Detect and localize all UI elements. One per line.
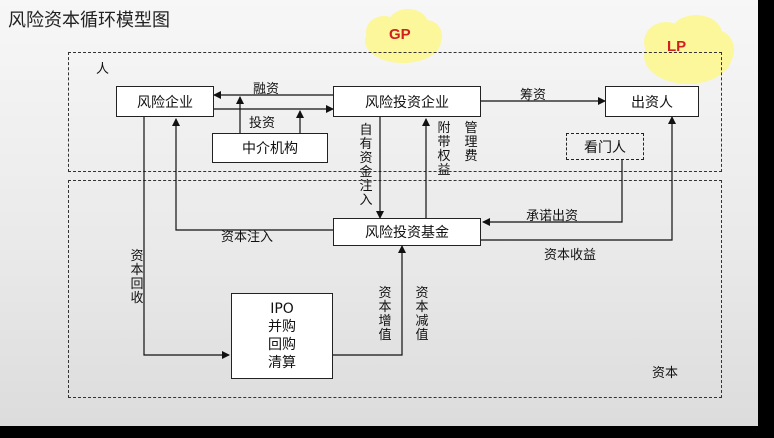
label-capital-injection: 资本注入 [221, 230, 274, 245]
capital-region [68, 180, 722, 398]
slide: 风险资本循环模型图 GP LP 人 资本 [0, 0, 758, 426]
label-capital-return: 资本收益 [544, 248, 597, 263]
people-region [68, 52, 722, 172]
label-carried-interest: 附带权益 [437, 121, 451, 178]
venture-investment-firm-box: 风险投资企业 [333, 86, 481, 117]
investors-box: 出资人 [605, 86, 699, 117]
label-own-capital-injection: 自有资金注入 [359, 123, 373, 208]
diagram-title: 风险资本循环模型图 [8, 10, 170, 31]
lp-label: LP [667, 38, 687, 55]
intermediary-box: 中介机构 [212, 133, 328, 163]
venture-enterprise-box: 风险企业 [116, 86, 214, 117]
gp-label: GP [389, 26, 411, 43]
capital-region-label: 资本 [652, 366, 679, 381]
label-investment: 投资 [249, 116, 276, 131]
label-fundraising: 筹资 [520, 88, 547, 103]
label-capital-depreciation: 资本减值 [415, 286, 429, 343]
exit-liquidation: 清算 [268, 355, 296, 371]
exit-routes-box: IPO 并购 回购 清算 [231, 293, 333, 379]
label-capital-recovery: 资本回收 [130, 249, 144, 306]
flow-arrows [143, 91, 676, 359]
gatekeeper-box: 看门人 [566, 133, 644, 160]
venture-fund-box: 风险投资基金 [333, 218, 481, 246]
people-region-label: 人 [96, 62, 110, 77]
label-financing: 融资 [253, 82, 280, 97]
exit-buyback: 回购 [268, 337, 296, 353]
label-committed-capital: 承诺出资 [526, 209, 579, 224]
exit-ipo: IPO [270, 301, 294, 317]
label-capital-appreciation: 资本增值 [378, 286, 392, 343]
label-management-fee: 管理费 [464, 121, 478, 164]
exit-merger: 并购 [268, 319, 296, 335]
